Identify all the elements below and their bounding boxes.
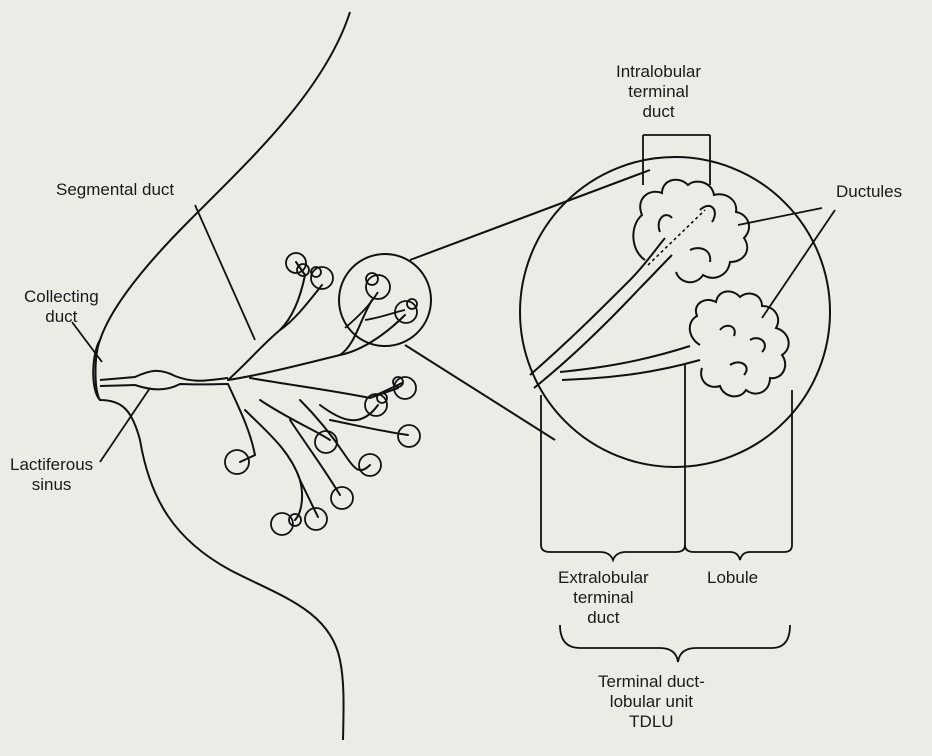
magnified-lower-lobule: [690, 291, 789, 396]
label-collecting-duct: Collecting duct: [24, 287, 99, 327]
label-pointers: [72, 205, 255, 462]
duct-tree: [228, 262, 408, 520]
magnifier-small-content: [345, 273, 417, 328]
collecting-duct: [100, 371, 228, 381]
collecting-duct-lower: [100, 384, 228, 389]
label-lobule: Lobule: [707, 568, 758, 588]
segment-braces: [541, 545, 792, 560]
tdlu-brace: [560, 625, 790, 662]
magnifier-large-circle: [520, 157, 830, 467]
label-lactiferous-sinus: Lactiferous sinus: [10, 455, 93, 495]
zoom-line-bottom: [405, 345, 555, 440]
breast-outline: [96, 12, 351, 740]
label-tdlu: Terminal duct- lobular unit TDLU: [598, 672, 705, 732]
zoom-line-top: [410, 170, 650, 260]
ductules-pointers: [738, 208, 835, 318]
tdlu-vertical-lines: [541, 365, 792, 545]
magnified-upper-lobule: [633, 180, 749, 283]
magnified-ducts: [530, 238, 700, 388]
label-extralobular-terminal-duct: Extralobular terminal duct: [558, 568, 649, 628]
lobule-clusters: [225, 253, 420, 535]
label-intralobular-terminal-duct: Intralobular terminal duct: [616, 62, 701, 122]
label-segmental-duct: Segmental duct: [56, 180, 174, 200]
intralobular-duct-dotted: [648, 210, 705, 265]
label-ductules: Ductules: [836, 182, 902, 202]
